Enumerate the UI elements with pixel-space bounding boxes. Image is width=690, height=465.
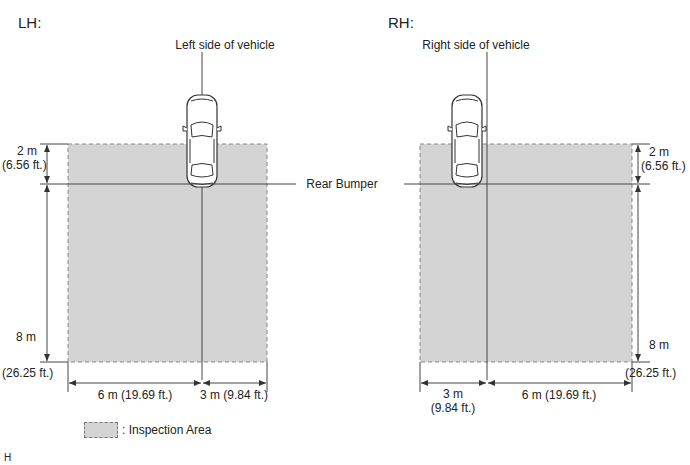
- heading: Right side of vehicle: [422, 38, 529, 52]
- dimension: (26.25 ft.): [2, 366, 53, 380]
- dimension: (9.84 ft.): [431, 401, 476, 415]
- dimension-lines: [40, 144, 650, 392]
- side-label: RH:: [388, 16, 414, 30]
- bumper-line: [404, 184, 650, 185]
- inspection-area: [68, 144, 267, 362]
- vehicle: [448, 95, 486, 187]
- dimension: (26.25 ft.): [625, 366, 676, 380]
- dimension: (6.56 ft.): [641, 159, 686, 173]
- dimension: 3 m (9.84 ft.): [200, 388, 268, 402]
- dimension: 6 m (19.69 ft.): [522, 388, 597, 402]
- dimension: (6.56 ft.): [2, 158, 47, 172]
- vehicle: [183, 95, 221, 187]
- reference-label: Rear Bumper: [306, 177, 377, 191]
- dimension: 8 m: [649, 338, 669, 352]
- dimension: 2 m: [649, 145, 669, 159]
- dimension: 2 m: [17, 144, 37, 158]
- legend-swatch: [84, 422, 118, 438]
- side-label: LH:: [18, 16, 41, 30]
- dimension: 3 m: [443, 387, 463, 401]
- heading: Left side of vehicle: [175, 38, 274, 52]
- figure-code: H: [4, 451, 11, 465]
- dimension: 6 m (19.69 ft.): [98, 388, 173, 402]
- legend-text: : Inspection Area: [122, 423, 211, 437]
- dimension: 8 m: [16, 330, 36, 344]
- center-line: [487, 52, 488, 380]
- bumper-line: [40, 184, 296, 185]
